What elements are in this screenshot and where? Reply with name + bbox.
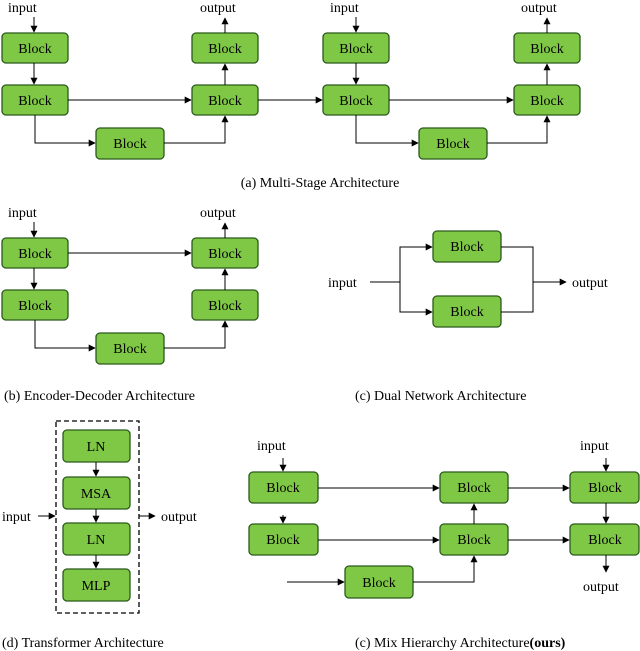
panel-dual-network: input Block Block output (c) Dual Networ… [328, 230, 608, 404]
block-node: Block [439, 523, 509, 556]
block-node: Block [95, 127, 165, 160]
layer-norm-node: LN [62, 429, 131, 463]
input-label: input [257, 439, 286, 454]
svg-text:Block: Block [457, 481, 490, 496]
svg-text:Block: Block [208, 247, 241, 262]
msa-node: MSA [62, 476, 131, 510]
block-node: Block [1, 289, 69, 321]
input-label: input [8, 1, 37, 16]
block-node: Block [1, 237, 69, 269]
block-node: Block [248, 471, 319, 504]
output-label: output [583, 580, 619, 595]
svg-text:Block: Block [588, 481, 621, 496]
svg-text:Block: Block [450, 305, 483, 320]
output-label: output [161, 510, 197, 525]
svg-text:Block: Block [362, 576, 395, 591]
block-node: Block [1, 84, 69, 116]
block-node: Block [322, 84, 390, 116]
output-label: output [200, 206, 236, 221]
block-node: Block [569, 523, 640, 556]
input-label: input [580, 439, 609, 454]
panel-transformer: LN MSA LN MLP input output (d) Transform… [2, 420, 197, 651]
block-node: Block [513, 32, 581, 64]
block-node: Block [248, 523, 319, 556]
svg-text:Block: Block [588, 533, 621, 548]
svg-text:Block: Block [18, 94, 51, 109]
svg-text:Block: Block [457, 533, 490, 548]
output-label: output [572, 276, 608, 291]
svg-text:Block: Block [450, 240, 483, 255]
svg-text:Block: Block [113, 342, 146, 357]
svg-text:LN: LN [87, 533, 106, 548]
svg-text:Block: Block [530, 94, 563, 109]
caption-transformer: (d) Transformer Architecture [2, 636, 164, 651]
block-node: Block [191, 32, 259, 64]
input-label: input [8, 206, 37, 221]
block-node: Block [569, 471, 640, 504]
caption-mix-hierarchy: (c) Mix Hierarchy Architecture(ours) [355, 636, 566, 651]
panel-mix-hierarchy: input Block Block input Block Block Bloc… [248, 439, 640, 651]
panel-encoder-decoder: input Block Block Block Block Block outp… [1, 206, 259, 404]
block-node: Block [432, 295, 502, 328]
svg-text:Block: Block [266, 481, 299, 496]
svg-text:Block: Block [530, 42, 563, 57]
block-node: Block [432, 230, 502, 263]
output-label: output [521, 1, 557, 16]
caption-encoder-decoder: (b) Encoder-Decoder Architecture [4, 389, 195, 404]
svg-text:Block: Block [208, 299, 241, 314]
output-label: output [200, 1, 236, 16]
block-node: Block [439, 471, 509, 504]
svg-text:MSA: MSA [81, 487, 112, 502]
block-node: Block [95, 332, 165, 365]
panel-multi-stage: input Block Block Block Block Block outp… [1, 1, 581, 191]
input-label: input [328, 276, 357, 291]
svg-text:Block: Block [18, 299, 51, 314]
mlp-node: MLP [62, 568, 131, 602]
block-node: Block [191, 84, 259, 116]
block-node: Block [418, 127, 488, 160]
svg-text:Block: Block [339, 42, 372, 57]
caption-multi-stage: (a) Multi-Stage Architecture [241, 176, 400, 191]
input-label: input [2, 510, 31, 525]
block-node: Block [191, 237, 259, 269]
svg-text:LN: LN [87, 440, 106, 455]
svg-text:Block: Block [208, 42, 241, 57]
block-node: Block [191, 289, 259, 321]
svg-text:Block: Block [208, 94, 241, 109]
block-node: Block [344, 565, 414, 599]
svg-text:Block: Block [18, 247, 51, 262]
svg-text:Block: Block [266, 533, 299, 548]
block-node: Block [322, 32, 390, 64]
block-node: Block [513, 84, 581, 116]
block-node: Block [1, 32, 69, 64]
svg-text:Block: Block [436, 137, 469, 152]
svg-text:Block: Block [113, 137, 146, 152]
layer-norm-node: LN [62, 522, 131, 556]
svg-text:Block: Block [18, 42, 51, 57]
caption-dual-network: (c) Dual Network Architecture [355, 389, 526, 404]
svg-text:Block: Block [339, 94, 372, 109]
svg-text:MLP: MLP [82, 579, 111, 594]
input-label: input [330, 1, 359, 16]
transformer-block-boundary [55, 420, 140, 614]
